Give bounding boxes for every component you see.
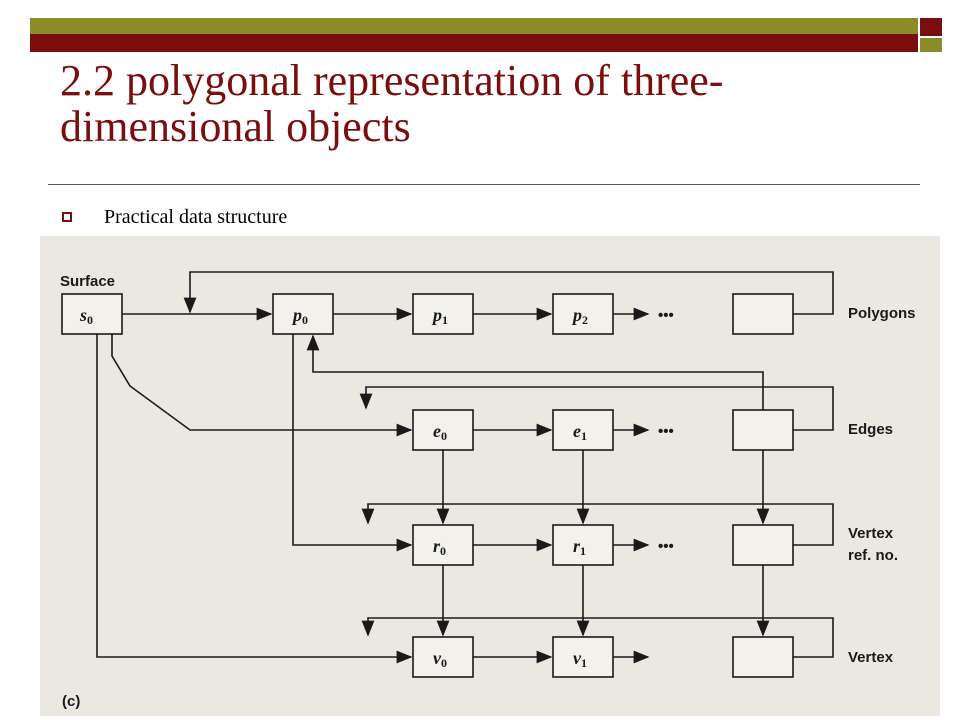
ellipsis-vertex-ref: ••• — [658, 538, 674, 555]
data-structure-diagram: s0 p0 p1 p2 e0 e1 r0 r1 v0 v1 ••• ••• ••… — [60, 271, 916, 710]
box-v1 — [552, 636, 614, 678]
box-vref-last — [732, 524, 794, 566]
bullet-item: Practical data structure — [62, 204, 287, 230]
label-surface: Surface — [60, 273, 115, 290]
box-v0 — [412, 636, 474, 678]
header-corner-square-top — [920, 18, 942, 36]
node-label-e1: e1 — [573, 421, 587, 443]
box-r1 — [552, 524, 614, 566]
node-label-r1: r1 — [573, 536, 586, 558]
hollow-square-bullet-icon — [62, 212, 72, 222]
node-label-p0: p0 — [291, 305, 308, 327]
node-label-r0: r0 — [433, 536, 446, 558]
box-s0 — [61, 293, 123, 335]
box-polygon-last — [732, 293, 794, 335]
label-vertex: Vertex — [848, 649, 894, 666]
ellipsis-polygons: ••• — [658, 307, 674, 324]
node-label-e0: e0 — [433, 421, 447, 443]
box-p0 — [272, 293, 334, 335]
box-vertex-last — [732, 636, 794, 678]
ellipsis-edges: ••• — [658, 423, 674, 440]
figure-caption: (c) — [62, 693, 80, 710]
box-edge-last — [732, 409, 794, 451]
node-label-p2: p2 — [571, 305, 588, 327]
label-vertex-ref-line2: ref. no. — [848, 547, 898, 564]
label-edges: Edges — [848, 421, 893, 438]
header-maroon-stripe — [30, 34, 918, 52]
node-label-v0: v0 — [433, 648, 447, 670]
slide-title-line1: 2.2 polygonal representation of three- — [60, 56, 724, 105]
node-label-p1: p1 — [431, 305, 448, 327]
bullet-text: Practical data structure — [104, 205, 288, 228]
node-label-s0: s0 — [79, 305, 93, 327]
slide-title-line2: dimensional objects — [60, 102, 411, 151]
title-divider — [48, 184, 920, 185]
node-label-v1: v1 — [573, 648, 587, 670]
box-p1 — [412, 293, 474, 335]
label-polygons: Polygons — [848, 305, 916, 322]
header-olive-stripe — [30, 18, 918, 34]
box-p2 — [552, 293, 614, 335]
label-vertex-ref-line1: Vertex — [848, 525, 894, 542]
header-corner-square-bottom — [920, 38, 942, 52]
slide-title: 2.2 polygonal representation of three- d… — [60, 58, 880, 150]
slide-header-bar — [30, 18, 942, 52]
